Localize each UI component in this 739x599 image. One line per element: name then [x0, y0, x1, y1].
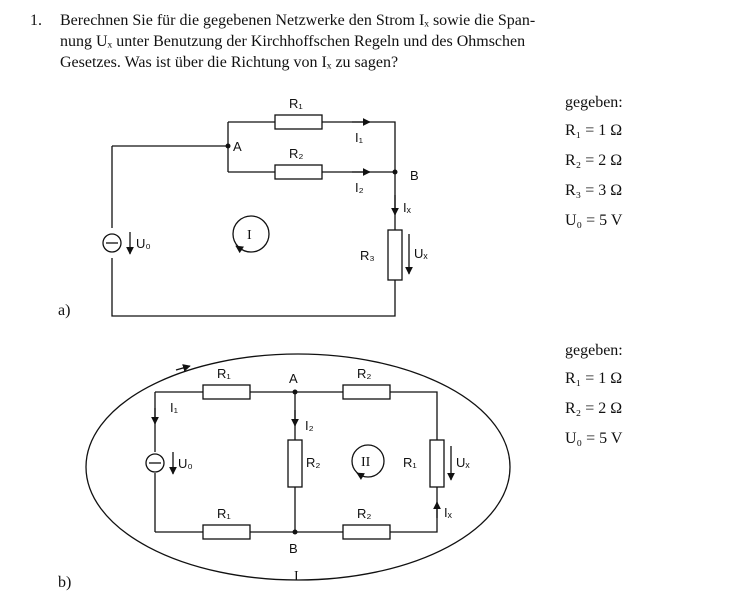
task-text: Berechnen Sie für die gegebenen Netzwerk…: [60, 10, 690, 52]
given-a-title: gegeben:: [565, 94, 623, 111]
task-number: 1.: [30, 12, 42, 29]
circuit-b-u0-label: U₀: [178, 456, 193, 471]
circuit-a-r3: [387, 229, 403, 281]
circuit-b-r1-bottom-label: R₁: [217, 506, 231, 521]
given-a-r1: R₁ = 1 Ω: [565, 122, 623, 139]
circuit-a-loop: [232, 215, 270, 253]
given-b-u0: U₀ = 5 V: [565, 430, 623, 447]
circuit-a-r1: [274, 114, 323, 130]
task-line-1: Berechnen Sie für die gegebenen Netzwerk…: [60, 12, 536, 29]
given-b-title: gegeben:: [565, 342, 623, 359]
circuit-a-u0-label: U₀: [136, 236, 151, 251]
circuit-b: [85, 353, 511, 581]
circuit-b-wire-bottom: [155, 487, 438, 533]
circuit-b-r2-top-label: R₂: [357, 366, 371, 381]
circuit-b-i1-label: I₁: [170, 400, 179, 415]
given-a-r3: R₃ = 3 Ω: [565, 182, 623, 199]
given-b-r1: R₁ = 1 Ω: [565, 370, 623, 387]
part-a-label: a): [58, 302, 71, 319]
task-line-3: Gesetzes. Was ist über die Richtung von …: [60, 54, 399, 71]
circuit-b-source: [145, 453, 165, 473]
circuit-a-r2: [274, 164, 323, 180]
given-b-r2: R₂ = 2 Ω: [565, 400, 623, 417]
circuit-a-r2-label: R₂: [289, 146, 303, 161]
circuit-a-ix-label: Iₓ: [403, 200, 412, 215]
circuit-b-node-a-label: A: [289, 371, 298, 386]
circuit-b-r2-top: [342, 384, 391, 400]
given-b: gegeben: R₁ = 1 Ω R₂ = 2 Ω U₀ = 5 V: [565, 338, 623, 454]
circuit-b-r1-top: [202, 384, 251, 400]
circuit-b-outer-loop: [85, 353, 511, 581]
circuit-b-i2-label: I₂: [305, 418, 314, 433]
circuit-b-r1-bottom: [202, 524, 251, 540]
circuit-b-outer-loop-arrow: [175, 364, 191, 372]
circuit-b-inner-loop-label: II: [361, 455, 371, 470]
circuit-a-i2-label: I₂: [355, 180, 364, 195]
circuit-b-ix-label: Iₓ: [444, 505, 453, 520]
circuit-a-node-a-dot: [225, 143, 231, 149]
circuit-b-node-a-dot: [292, 389, 298, 395]
circuit-a-node-a-label: A: [233, 139, 242, 154]
circuit-a-wire-left-bottom: [111, 258, 396, 317]
circuit-b-r2-bottom: [342, 524, 391, 540]
circuit-b-r2-mid-label: R₂: [306, 455, 320, 470]
circuit-b-r2-mid: [287, 439, 303, 488]
part-b-label: b): [58, 574, 72, 591]
circuit-a-source: [102, 233, 122, 253]
circuit-b-r1-top-label: R₁: [217, 366, 231, 381]
given-a-u0: U₀ = 5 V: [565, 212, 623, 229]
circuit-b-node-b-dot: [292, 529, 298, 535]
given-a-r2: R₂ = 2 Ω: [565, 152, 623, 169]
circuit-b-wire-top: [155, 391, 438, 440]
circuit-b-outer-loop-label: I: [294, 569, 299, 584]
circuit-b-ux-label: Uₓ: [456, 455, 470, 470]
circuit-b-r1-right-label: R₁: [403, 455, 417, 470]
task-line-2: nung Uₓ unter Benutzung der Kirchhoffsch…: [60, 33, 526, 50]
given-a: gegeben: R₁ = 1 Ω R₂ = 2 Ω R₃ = 3 Ω U₀ =…: [565, 90, 623, 236]
circuit-b-node-b-label: B: [289, 541, 298, 556]
circuit-a-r1-label: R₁: [289, 96, 303, 111]
circuit-b-r1-right: [429, 439, 445, 488]
circuit-b-r2-bottom-label: R₂: [357, 506, 371, 521]
circuit-a: [102, 114, 413, 317]
circuit-b-inner-loop: [351, 444, 385, 478]
circuit-a-node-b-dot: [392, 169, 398, 175]
circuit-a-ux-label: Uₓ: [414, 246, 428, 261]
circuit-a-i1-label: I₁: [355, 130, 364, 145]
circuit-a-r3-label: R₃: [360, 248, 375, 263]
circuit-a-node-b-label: B: [410, 168, 419, 183]
circuit-a-loop-label: I: [247, 228, 252, 243]
